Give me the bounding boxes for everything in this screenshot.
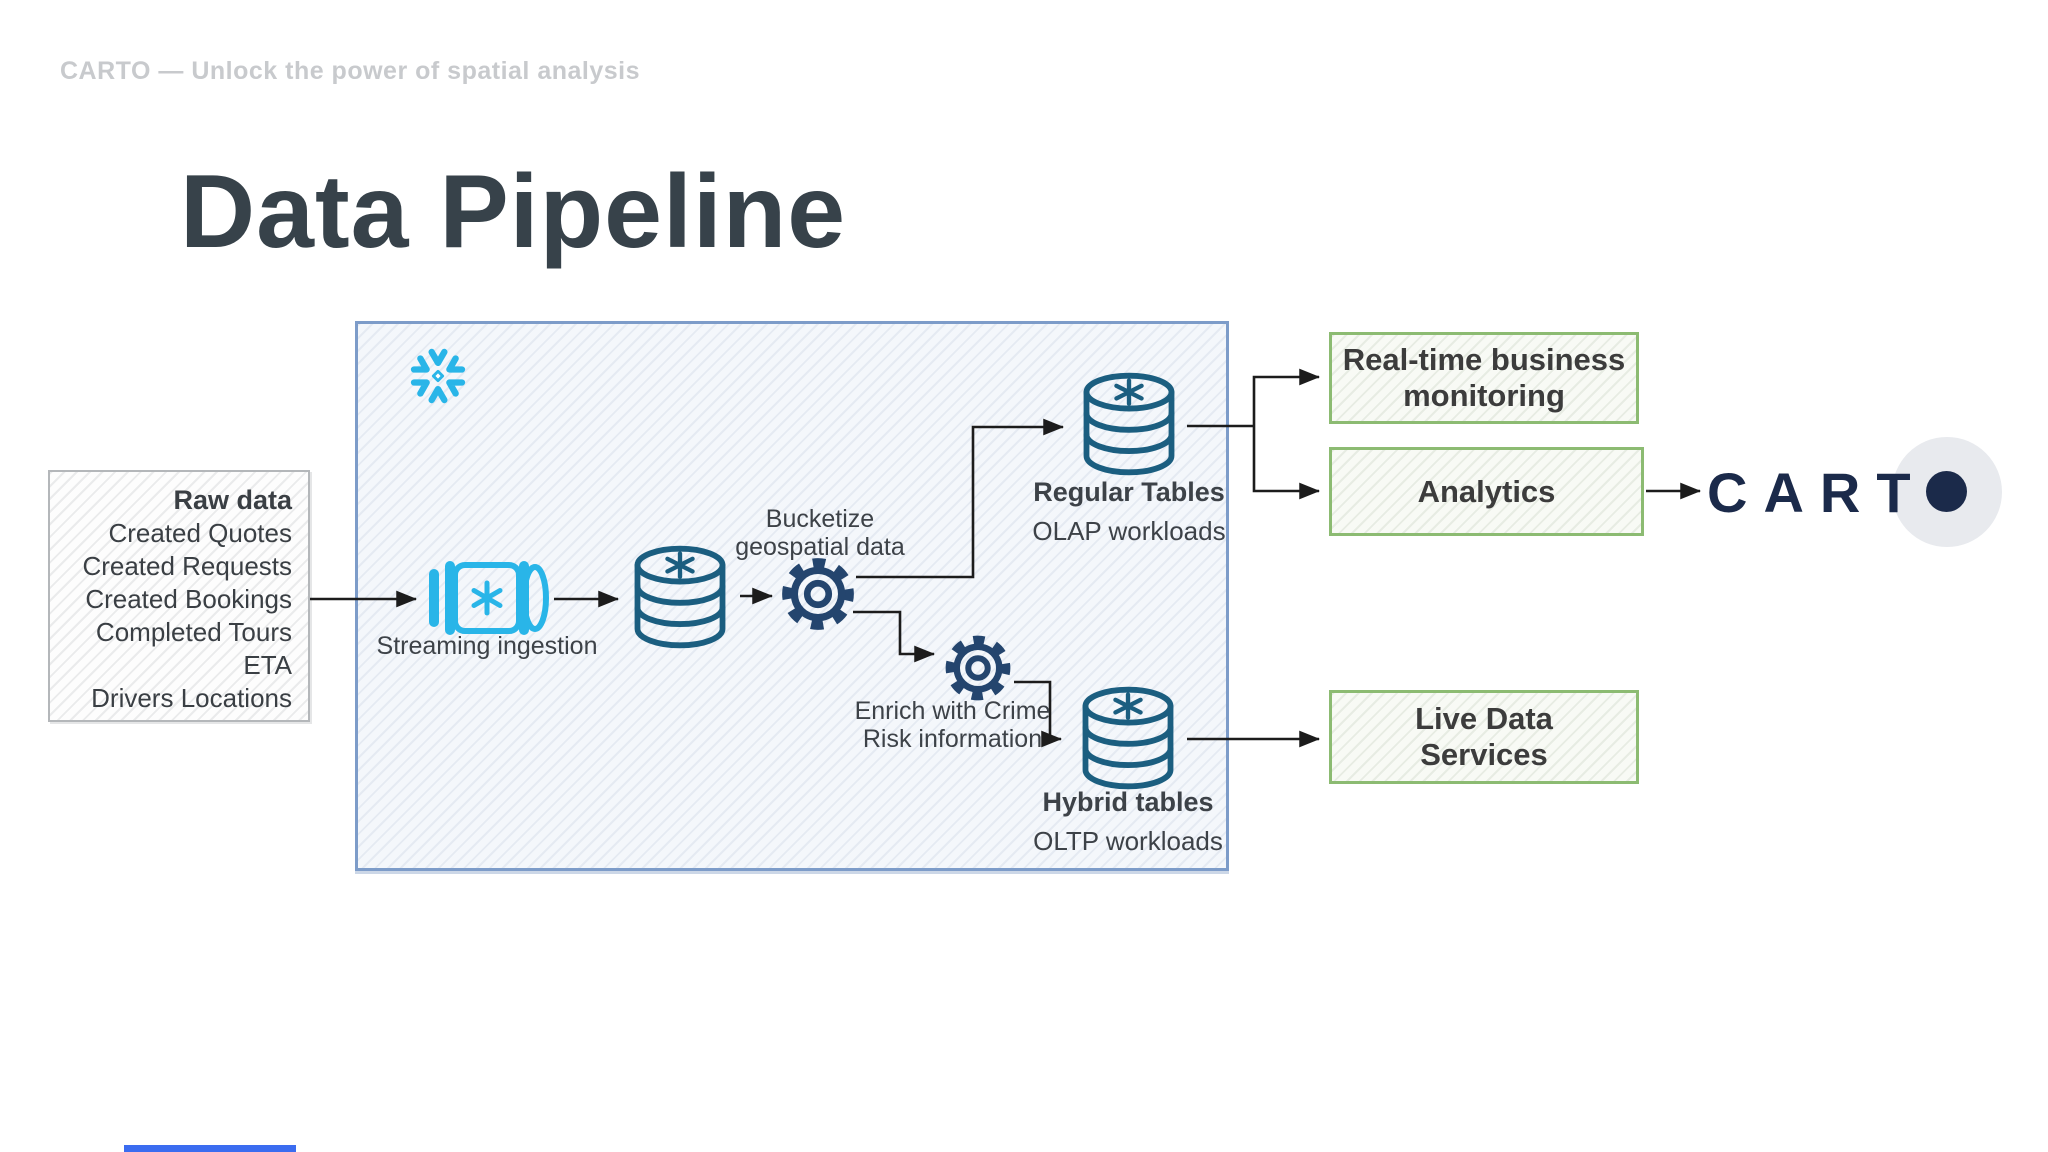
enrich-gear-icon <box>941 631 1015 705</box>
hybrid-tables-database-icon <box>1070 681 1186 795</box>
raw-data-box: Raw data Created Quotes Created Requests… <box>48 470 310 722</box>
raw-data-item: Created Quotes <box>108 518 292 548</box>
streaming-ingestion-label: Streaming ingestion <box>376 632 598 660</box>
analytics-box: Analytics <box>1329 447 1644 536</box>
enrich-label-line2: Risk information <box>862 725 1043 753</box>
raw-data-item: ETA <box>243 650 292 680</box>
slide-header-tagline: CARTO — Unlock the power of spatial anal… <box>60 57 640 85</box>
raw-data-item: Created Requests <box>82 551 292 581</box>
olap-workloads-label: OLAP workloads <box>1032 516 1226 546</box>
hybrid-tables-title: Hybrid tables <box>1042 787 1214 817</box>
bucketize-label: Bucketize geospatial data <box>720 505 920 561</box>
carto-logo-dot-icon <box>1926 471 1967 512</box>
raw-data-title: Raw data <box>173 485 292 515</box>
staging-database-icon <box>622 540 738 654</box>
connector-branch-to-analytics <box>1252 426 1321 500</box>
bucketize-label-line2: geospatial data <box>735 533 905 561</box>
bottom-accent-bar <box>124 1145 296 1152</box>
regular-tables-database-icon <box>1071 367 1187 481</box>
raw-data-item: Drivers Locations <box>91 683 292 713</box>
bucketize-label-line1: Bucketize <box>765 505 875 533</box>
regular-tables-title: Regular Tables <box>1033 477 1225 507</box>
carto-logo-letters: CART <box>1707 461 1927 524</box>
page-title: Data Pipeline <box>180 154 847 270</box>
oltp-workloads-label: OLTP workloads <box>1033 826 1223 856</box>
streaming-ingestion-pipe-icon <box>421 552 553 644</box>
live-data-services-line1: Live Data <box>1415 701 1553 736</box>
connector-branch-to-realtime <box>1252 368 1321 426</box>
snowflake-logo-icon <box>409 347 467 405</box>
enrich-label: Enrich with Crime Risk information <box>840 697 1065 753</box>
analytics-label: Analytics <box>1417 473 1556 509</box>
bucketize-gear-icon <box>777 553 859 635</box>
live-data-services-line2: Services <box>1420 737 1548 772</box>
live-data-services-box: Live Data Services <box>1329 690 1639 784</box>
realtime-monitoring-line1: Real-time business <box>1342 342 1626 377</box>
realtime-monitoring-box: Real-time business monitoring <box>1329 332 1639 424</box>
enrich-label-line1: Enrich with Crime <box>854 697 1051 725</box>
realtime-monitoring-line2: monitoring <box>1403 378 1565 413</box>
raw-data-item: Created Bookings <box>85 584 292 614</box>
raw-data-item: Completed Tours <box>95 617 292 647</box>
